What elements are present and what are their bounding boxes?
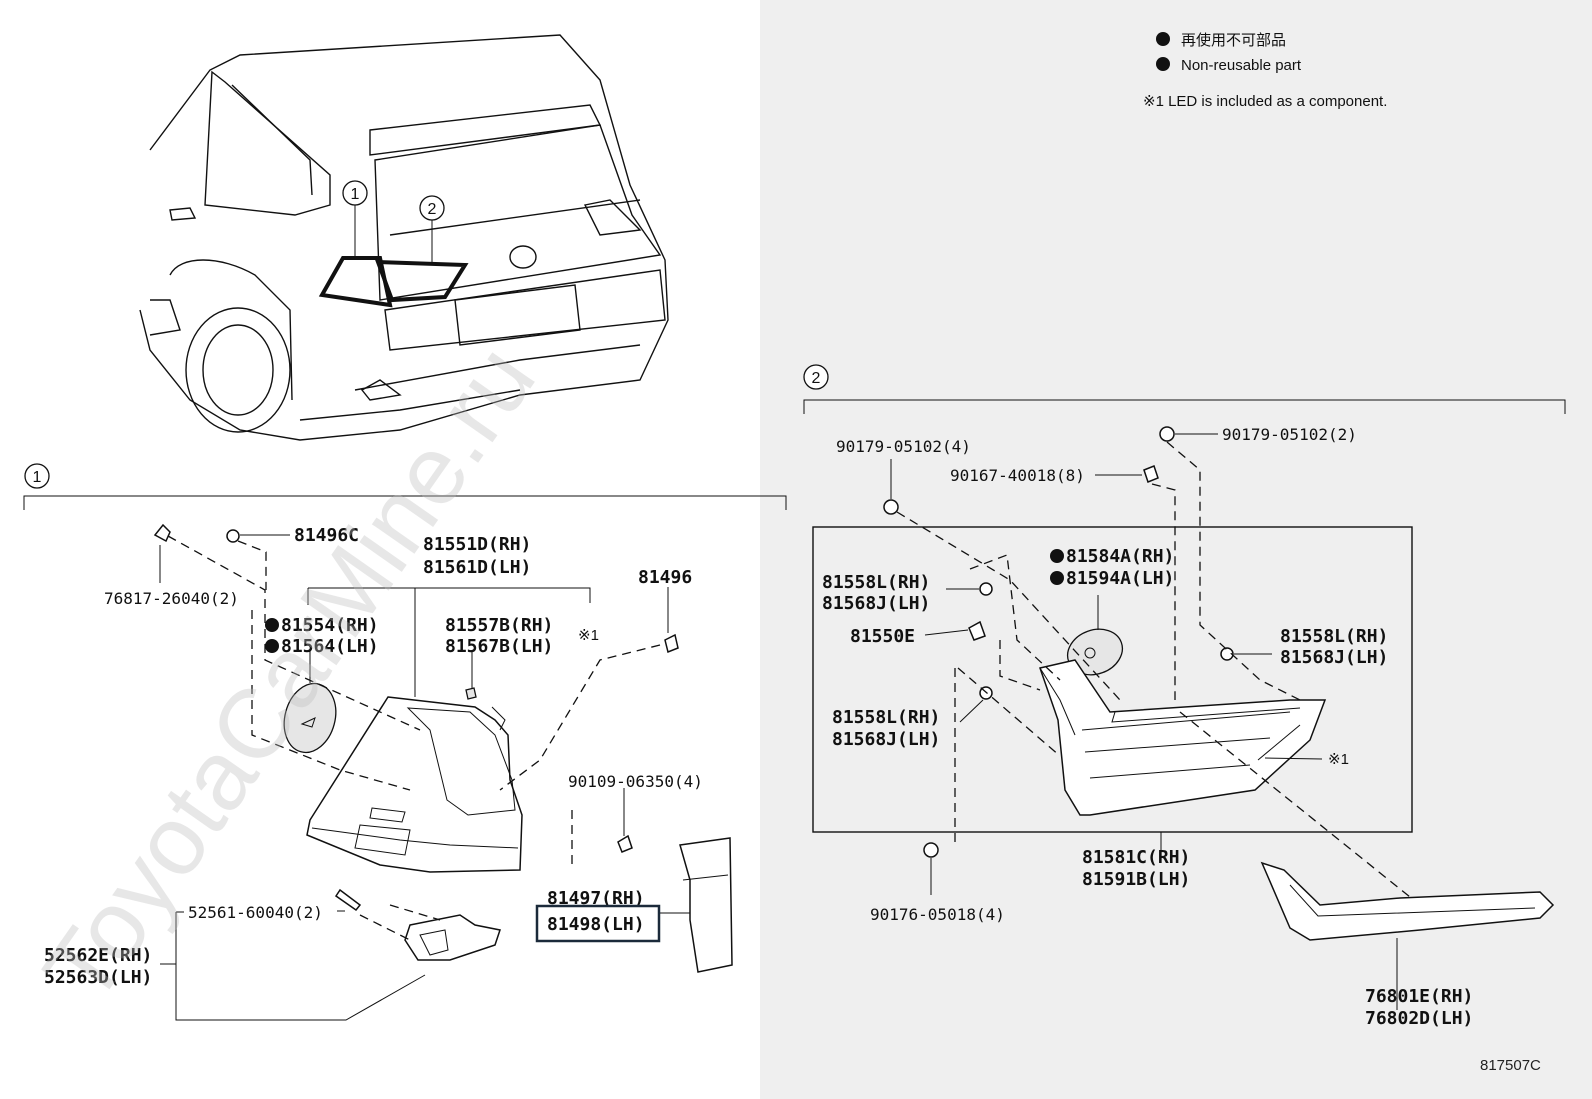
garnish-76801 [1260, 861, 1555, 941]
label-81496c: 81496C [294, 525, 359, 546]
label-81498: 81498(LH) [547, 914, 645, 935]
screw-52561 [334, 888, 362, 912]
diagram-code: 817507C [1480, 1057, 1541, 1074]
label-81497: 81497(RH) [547, 888, 645, 909]
label-90179-b: 90179-05102(2) [1222, 425, 1357, 444]
non-reusable-dot-icon [1050, 571, 1064, 585]
section-2-callout [803, 364, 829, 390]
label-81594: 81594A(LH) [1066, 568, 1174, 589]
screw-90167 [1143, 465, 1159, 483]
section-1: 1 [23, 463, 787, 1021]
label-81551: 81551D(RH) [423, 534, 531, 555]
label-81568-a: 81568J(LH) [822, 593, 930, 614]
nut-90179-a [883, 499, 899, 515]
label-81561: 81561D(LH) [423, 557, 531, 578]
section-1-bracket [23, 495, 787, 510]
led-note: ※1 LED is included as a component. [1143, 93, 1387, 110]
clip-81550 [968, 620, 986, 641]
label-note1-s2: ※1 [1328, 751, 1349, 768]
clip-81496c [226, 529, 240, 543]
vehicle-callout-1: 1 [342, 180, 368, 206]
label-90179-a: 90179-05102(4) [836, 437, 971, 456]
label-76801: 76801E(RH) [1365, 986, 1473, 1007]
label-81557: 81557B(RH) [445, 615, 553, 636]
section-1-labels: 76817-26040(2) 81496C 81551D(RH) 81561D(… [44, 525, 703, 988]
label-52562: 52562E(RH) [44, 945, 152, 966]
svg-text:2: 2 [812, 370, 821, 387]
label-76802: 76802D(LH) [1365, 1008, 1473, 1029]
vehicle-callout-2: 2 [419, 195, 445, 221]
section-2: 2 [803, 364, 1566, 1010]
label-81567: 81567B(LH) [445, 636, 553, 657]
grommet-81558-c [1220, 647, 1234, 661]
svg-text:1: 1 [351, 186, 360, 203]
label-81554: 81554(RH) [281, 615, 379, 636]
label-81581: 81581C(RH) [1082, 847, 1190, 868]
label-90167: 90167-40018(8) [950, 466, 1085, 485]
label-81558-c: 81558L(RH) [1280, 626, 1388, 647]
highlight-box-81498 [535, 904, 661, 943]
label-81568-c: 81568J(LH) [1280, 647, 1388, 668]
label-81558-b: 81558L(RH) [832, 707, 940, 728]
label-52561: 52561-60040(2) [188, 903, 323, 922]
label-81584: 81584A(RH) [1066, 546, 1174, 567]
section-2-labels: 90179-05102(4) 90179-05102(2) 90167-4001… [822, 425, 1473, 1029]
legend-jp: 再使用不可部品 [1181, 32, 1286, 49]
clip-76817 [153, 523, 171, 543]
label-76817: 76817-26040(2) [104, 589, 239, 608]
section-1-callout [24, 463, 50, 489]
nut-81496 [664, 633, 679, 654]
grommet-81558-a [979, 582, 993, 596]
legend-en: Non-reusable part [1181, 57, 1302, 74]
nut-90179-b [1159, 426, 1175, 442]
non-reusable-dot-icon [1156, 32, 1170, 46]
label-note1-s1: ※1 [578, 627, 599, 644]
screw-90109 [617, 834, 633, 853]
vehicle-rear-view [139, 34, 669, 441]
legend: 再使用不可部品 Non-reusable part ※1 LED is incl… [1143, 32, 1387, 110]
label-81564: 81564(LH) [281, 636, 379, 657]
label-81591: 81591B(LH) [1082, 869, 1190, 890]
bracket-52562 [404, 914, 501, 961]
label-90176: 90176-05018(4) [870, 905, 1005, 924]
section-2-bracket [803, 399, 1566, 414]
rear-combination-lamp-81551 [306, 696, 523, 873]
right-panel-background [760, 0, 1592, 1099]
non-reusable-dot-icon [1050, 549, 1064, 563]
nut-90176 [923, 842, 939, 858]
label-90109: 90109-06350(4) [568, 772, 703, 791]
non-reusable-dot-icon [265, 618, 279, 632]
svg-text:2: 2 [428, 201, 437, 218]
cover-81497 [679, 837, 733, 973]
label-81558-a: 81558L(RH) [822, 572, 930, 593]
label-81550: 81550E [850, 626, 915, 647]
label-81496: 81496 [638, 567, 692, 588]
assembly-frame [812, 526, 1413, 833]
non-reusable-dot-icon [1156, 57, 1170, 71]
label-52563: 52563D(LH) [44, 967, 152, 988]
clip-81557 [465, 687, 477, 700]
label-81568-b: 81568J(LH) [832, 729, 940, 750]
svg-text:1: 1 [33, 469, 42, 486]
non-reusable-dot-icon [265, 639, 279, 653]
